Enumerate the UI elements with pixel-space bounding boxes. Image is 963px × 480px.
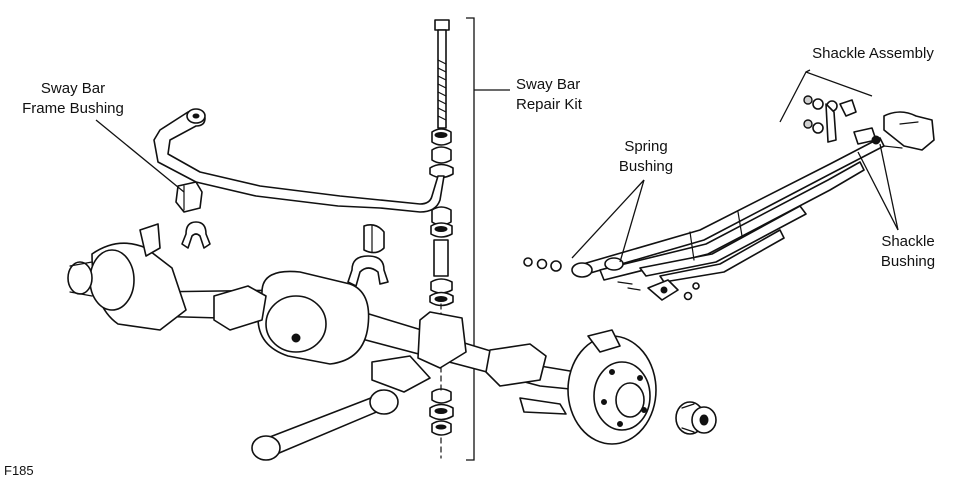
bushing-stack bbox=[429, 128, 454, 436]
sway-bar-repair-kit-stack bbox=[429, 17, 510, 461]
locking-hub bbox=[675, 401, 717, 435]
sway-bar-frame-bushing bbox=[175, 181, 203, 213]
spring-bushing-label-line1: Spring bbox=[624, 138, 667, 155]
frame-bushing-label-line2: Frame Bushing bbox=[22, 100, 124, 117]
repair-kit-label-line1: Sway Bar bbox=[516, 76, 580, 93]
shackle-bushing-label-line1: Shackle bbox=[881, 233, 934, 250]
shackle-bushing-leader-right bbox=[879, 143, 899, 231]
shackle-assembly bbox=[779, 69, 935, 151]
spring-bushing-leader-left bbox=[571, 179, 645, 259]
shackle-assembly-bracket bbox=[779, 69, 873, 123]
shackle-bushing-leader-left bbox=[857, 151, 899, 231]
sway-bar bbox=[153, 108, 445, 213]
shackle-bushing-label-line2: Bushing bbox=[881, 253, 935, 270]
repair-kit-label-line2: Repair Kit bbox=[516, 96, 583, 113]
spring-bushing-leader-right bbox=[619, 179, 645, 263]
figure-code: F185 bbox=[4, 463, 34, 478]
frame-bushing-leader bbox=[95, 119, 185, 193]
shackle-assembly-label: Shackle Assembly bbox=[812, 45, 934, 62]
leaf-spring bbox=[523, 137, 885, 301]
leader-lines bbox=[95, 119, 899, 263]
spring-bushing-label-line2: Bushing bbox=[619, 158, 673, 175]
frame-bushing-label-line1: Sway Bar bbox=[41, 80, 105, 97]
long-bolt bbox=[434, 19, 450, 129]
frame-bushing-brackets bbox=[181, 221, 389, 287]
axle-housing bbox=[67, 223, 717, 461]
repair-kit-bracket bbox=[466, 17, 510, 461]
right-brake-rotor bbox=[567, 329, 657, 445]
